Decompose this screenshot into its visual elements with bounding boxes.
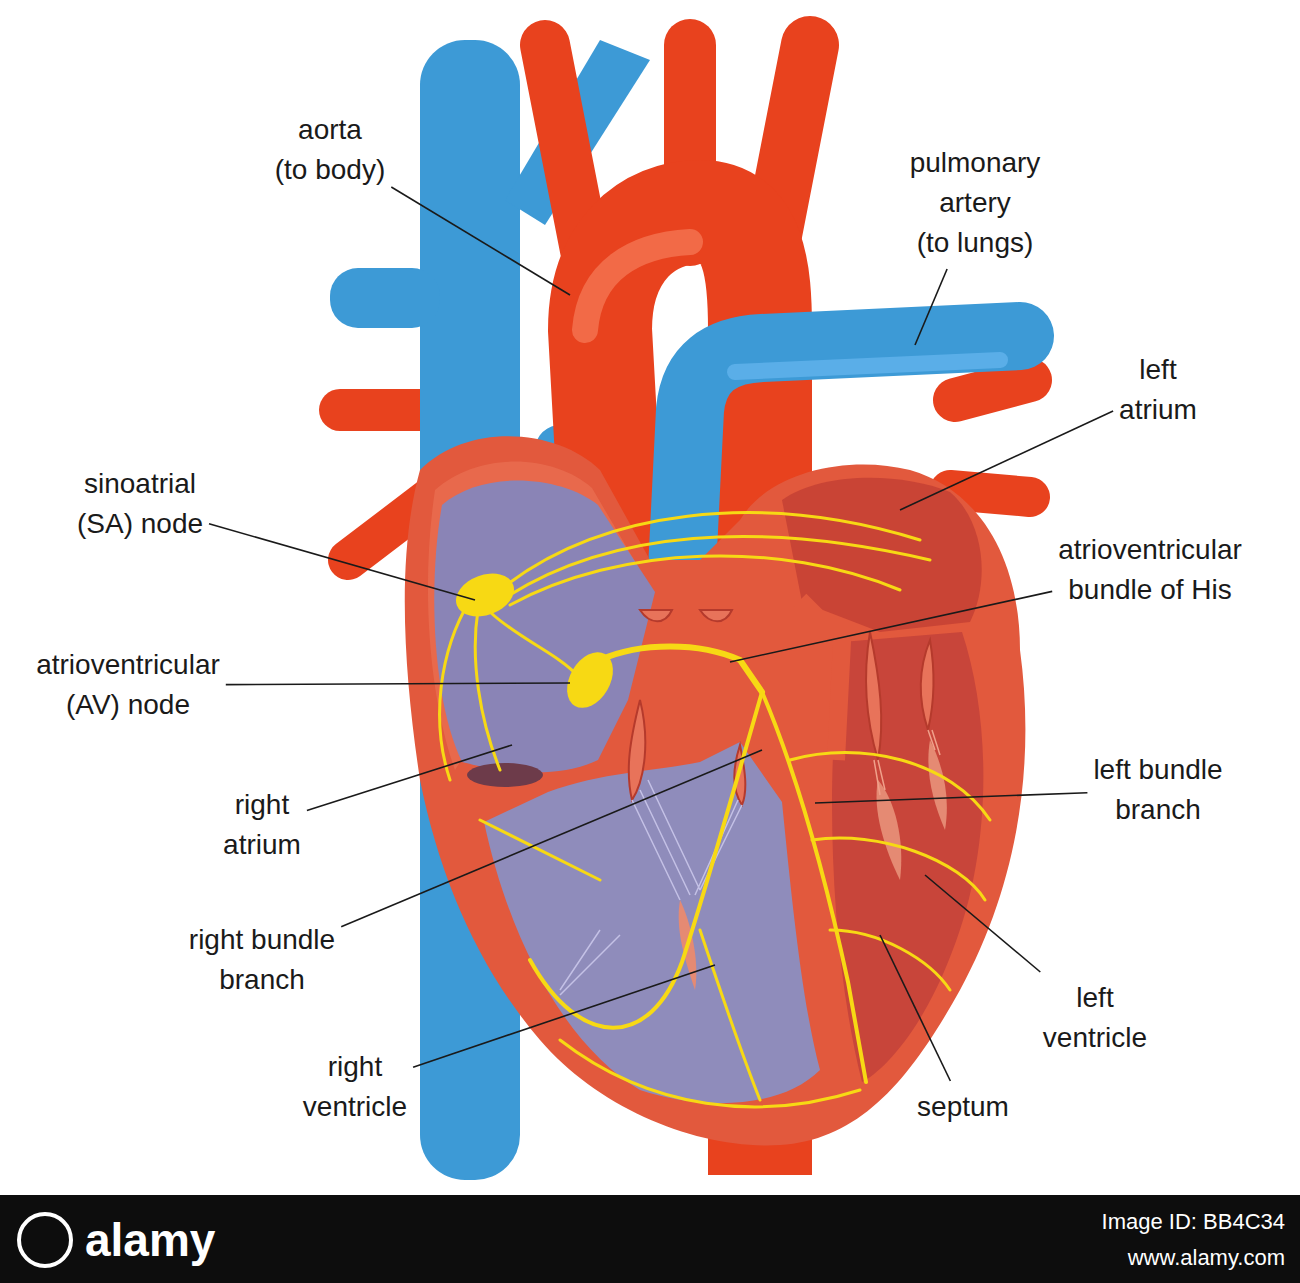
leader-line (925, 875, 1040, 972)
papillary-muscle (928, 740, 946, 830)
structure-label: atrioventricular bundle of His (1058, 530, 1242, 610)
leader-line (209, 524, 475, 600)
conduction-system (812, 838, 985, 900)
structure-label: pulmonary artery (to lungs) (910, 143, 1041, 263)
node (450, 566, 622, 716)
leader-line (307, 745, 512, 811)
structure-label: right bundle branch (189, 920, 335, 1000)
conduction-system (500, 513, 920, 590)
leader-line (900, 411, 1113, 510)
conduction-system (560, 1040, 860, 1107)
structure-label: right atrium (223, 785, 301, 865)
leader-line (226, 683, 570, 685)
conduction-system (510, 556, 900, 605)
watermark-bar (19, 1214, 71, 1266)
heart (405, 436, 1026, 1145)
heart (405, 436, 1026, 1145)
structure-label: septum (917, 1087, 1009, 1127)
vein (330, 268, 440, 328)
valve (629, 700, 646, 800)
structure-label: sinoatrial (SA) node (77, 464, 203, 544)
valve (629, 610, 934, 805)
leader-line (880, 935, 950, 1081)
node (558, 644, 623, 716)
leader-line (341, 750, 762, 927)
valve (640, 610, 672, 621)
chordae (560, 930, 620, 995)
watermark-text: www.alamy.com (1128, 1245, 1285, 1271)
structure-label: right ventricle (303, 1047, 407, 1127)
leader-line (413, 965, 715, 1067)
conduction-system (762, 692, 866, 1082)
artery (950, 490, 1030, 497)
structure-label: aorta (to body) (275, 110, 386, 190)
valve (700, 610, 732, 621)
watermark-text: Image ID: BB4C34 (1102, 1209, 1285, 1235)
structure-label: left atrium (1119, 350, 1197, 430)
watermark-bar (0, 1195, 1300, 1283)
leader-line (915, 269, 947, 345)
heart (434, 481, 655, 773)
aorta (545, 45, 585, 250)
leader-line (730, 591, 1052, 662)
conduction-system (505, 536, 930, 598)
structure-label: left ventricle (1043, 978, 1147, 1058)
chordae (560, 780, 742, 995)
leader-line (391, 187, 570, 295)
conduction-system (530, 692, 762, 1028)
conduction-system (440, 600, 470, 780)
heart (800, 600, 842, 760)
structure-label: atrioventricular (AV) node (36, 645, 220, 725)
conduction-system (475, 610, 500, 770)
node (450, 566, 520, 624)
leader-line (815, 793, 1087, 803)
watermark-text: alamy (85, 1213, 215, 1268)
artery (955, 380, 1030, 400)
conduction-system (830, 930, 950, 990)
valve (866, 632, 881, 760)
conduction-system (440, 513, 990, 1107)
heart (467, 763, 543, 787)
watermark-bar (0, 1195, 1300, 1283)
valve (921, 640, 934, 730)
aorta (585, 242, 690, 330)
conduction-system (490, 612, 580, 678)
structure-label: left bundle branch (1093, 750, 1222, 830)
conduction-system (700, 930, 760, 1100)
conduction-system (600, 647, 762, 693)
conduction-system (480, 820, 600, 880)
papillary-muscle (877, 780, 902, 880)
pulmonary-artery (735, 360, 1000, 372)
conduction-system (790, 753, 990, 821)
